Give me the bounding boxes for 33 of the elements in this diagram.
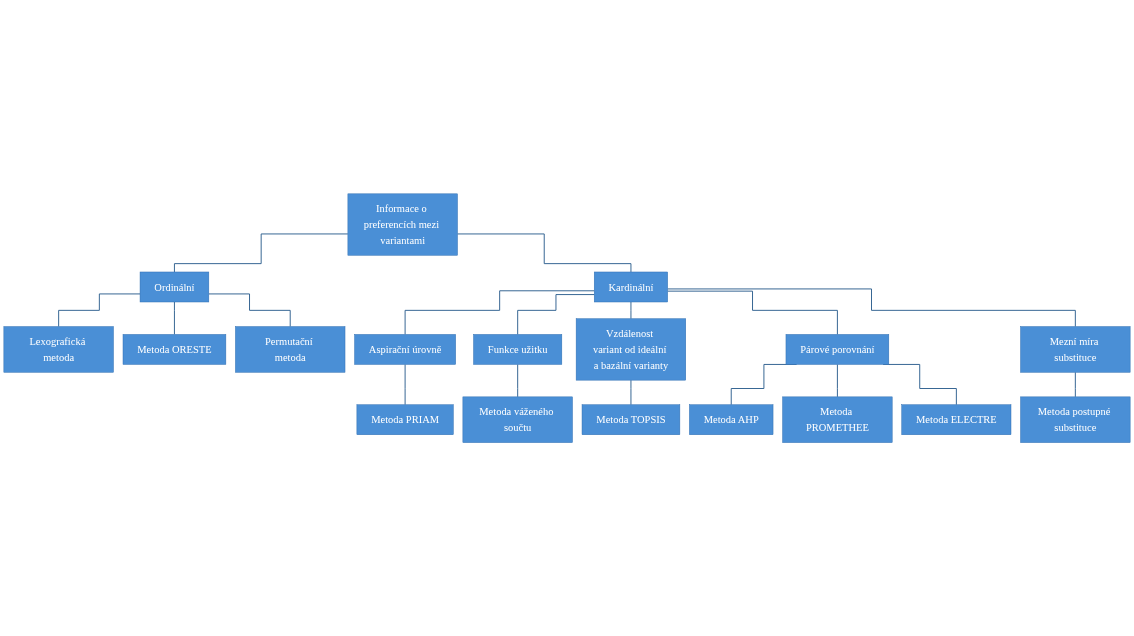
connector [517, 363, 519, 398]
connector [667, 290, 838, 335]
node-box: Mezní míra substituce [1020, 326, 1131, 373]
node-box: Lexografická metoda [3, 326, 114, 373]
node-box: Párové porovnání [785, 333, 890, 365]
node-box: Metoda PRIAM [356, 404, 454, 435]
connector [517, 293, 595, 335]
connector [630, 379, 632, 405]
connector [173, 233, 349, 273]
connector [404, 363, 406, 405]
connector [208, 293, 291, 327]
node-box: Metoda postupné substituce [1020, 396, 1131, 443]
node-box: Aspirační úrovně [354, 333, 456, 365]
connector [667, 288, 1076, 327]
node-box: Metoda ELECTRE [901, 404, 1012, 435]
node-box: Metoda AHP [689, 404, 774, 435]
node-box: Metoda TOPSIS [581, 404, 681, 435]
node-box: Vzdálenost variant od ideální a bazální varianty [575, 318, 686, 381]
connector [404, 290, 595, 335]
connector [630, 301, 632, 319]
node-box: Funkce užitku [473, 333, 563, 365]
node-box: Informace o preferencích mezi variantami [347, 193, 458, 256]
node-box: Metoda ORESTE [122, 333, 227, 365]
node-box: Metoda PROMETHEE [782, 396, 893, 443]
node-box: Ordinální [139, 271, 210, 303]
node-box: Metoda váženého součtu [462, 396, 573, 443]
node-box: Kardinální [594, 271, 668, 303]
connector [836, 363, 838, 398]
connector [173, 301, 175, 335]
connector [1074, 371, 1076, 398]
node-box: Permutační metoda [235, 326, 346, 373]
connector [457, 233, 632, 273]
connector [58, 293, 141, 327]
